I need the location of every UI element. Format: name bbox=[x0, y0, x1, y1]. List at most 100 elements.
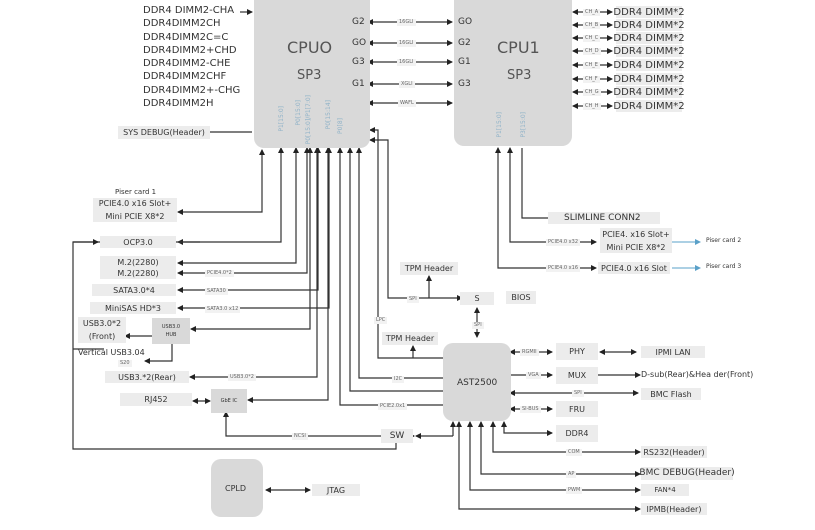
riser1-box: PCIE4.0 x16 Slot+ Mini PCIE X8*2 bbox=[93, 198, 177, 222]
smbus-label: SI-BUS bbox=[520, 406, 541, 413]
cpu1-chip bbox=[454, 0, 572, 146]
cpu0-dimm-label: DDR4DIMM2CH bbox=[143, 18, 221, 29]
phy-chip: PHY bbox=[556, 343, 598, 360]
fan-header: FAN*4 bbox=[641, 484, 689, 496]
xgmi-link-label: 16GLI bbox=[397, 40, 416, 47]
cpu1-dimm-box: DDR4 DIMM*2 bbox=[613, 6, 685, 18]
pwm-label: PWM bbox=[566, 487, 583, 494]
sata-bus-label: SATA30 bbox=[205, 288, 228, 295]
m2-bus-label: PCIE4.0*2 bbox=[205, 270, 234, 277]
dsub-connector: D-sub(Rear)&Hea der(Front) bbox=[641, 370, 754, 379]
cpu0-port-g2: G2 bbox=[352, 17, 365, 27]
cpu1-dimm-box: DDR4 DIMM*2 bbox=[613, 86, 685, 98]
cpu1-dimm-box: DDR4 DIMM*2 bbox=[613, 45, 685, 57]
riser3-title: Piser card 3 bbox=[706, 263, 742, 270]
cpu1-port-g2: G2 bbox=[458, 38, 471, 48]
cpld-chip bbox=[211, 459, 263, 517]
cpu0-dimm-label: DDR4DIMM2-CHE bbox=[143, 58, 231, 69]
cpu1-channel-label: CH_C bbox=[583, 35, 601, 42]
sata-ports: SATA3.0*4 bbox=[92, 284, 176, 296]
bmc-debug-header: BMC DEBUG(Header) bbox=[639, 467, 735, 480]
com-label: COM bbox=[566, 449, 582, 456]
cpu1-channel-label: CH_E bbox=[583, 62, 600, 69]
cpu1-socket: SP3 bbox=[507, 68, 532, 83]
riser2-box: PCIE4. x16 Slot+ Mini PCIE X8*2 bbox=[600, 228, 672, 253]
usb-rear-ports: USB3.*2(Rear) bbox=[105, 371, 189, 383]
cpu1-name: CPU1 bbox=[497, 38, 540, 57]
bios-flash: BIOS bbox=[506, 291, 536, 304]
cpu1-dimm-box: DDR4 DIMM*2 bbox=[613, 73, 685, 85]
xgmi-link-label: 16GLI bbox=[397, 59, 416, 66]
vga-mux: MUX bbox=[556, 367, 598, 384]
cpu1-dimm-box: DDR4 DIMM*2 bbox=[613, 59, 685, 71]
m2-slot-b: M.2(2280) bbox=[100, 267, 176, 279]
vertical-usb: Vertical USB3.04 bbox=[78, 348, 145, 357]
usb-front-ports: USB3.0*2 (Front) bbox=[78, 317, 126, 343]
spi-switch: S bbox=[460, 292, 494, 305]
riser2-title: Piser card 2 bbox=[706, 237, 742, 244]
cpld-label: CPLD bbox=[225, 484, 247, 493]
rgmii-label: RGMII bbox=[520, 349, 539, 356]
xgmi-link-label: XGLI bbox=[399, 81, 415, 88]
rj45-port: RJ452 bbox=[120, 393, 192, 406]
ipmi-lan-port: IPMI LAN bbox=[641, 346, 705, 358]
rs232-header: RS232(Header) bbox=[641, 446, 707, 458]
cpu0-dimm-label: DDR4 DIMM2-CHA bbox=[143, 5, 235, 16]
cpu1-channel-label: CH_D bbox=[583, 48, 601, 55]
lpc-label: LPC bbox=[374, 317, 388, 324]
cpu1-channel-label: CH_B bbox=[583, 22, 601, 29]
uart-label: AP bbox=[566, 471, 577, 478]
cpu1-port-g0: GO bbox=[458, 17, 473, 27]
cpu0-port-g1: G1 bbox=[352, 79, 365, 89]
cpu0-port-g0: GO bbox=[352, 38, 367, 48]
ipmb-header: IPMB(Header) bbox=[641, 503, 707, 515]
riser1-line1: PCIE4.0 x16 Slot+ bbox=[98, 199, 172, 208]
cpu1-dimm-box: DDR4 DIMM*2 bbox=[613, 19, 685, 31]
cpu0-socket: SP3 bbox=[297, 68, 322, 83]
i2c-label: I2C bbox=[392, 376, 405, 383]
cpu0-bus-label: P0[15:14] bbox=[325, 100, 332, 130]
tpm-header-top: TPM Header bbox=[400, 262, 458, 275]
ncsi-label: NCSI bbox=[292, 433, 308, 440]
cpu0-bus-label: P0[15:0]/P1[7:0] bbox=[305, 95, 312, 145]
cpu1-dimm-box: DDR4 DIMM*2 bbox=[613, 32, 685, 44]
cpu0-bus-label: P0[15:0] bbox=[295, 100, 302, 126]
wafl-link-label: WAFL bbox=[398, 100, 416, 107]
cpu1-dimm-box: DDR4 DIMM*2 bbox=[613, 100, 685, 112]
bmc-flash: BMC Flash bbox=[641, 388, 701, 400]
pcie-bmc-label: PCIE2.0x1 bbox=[378, 403, 408, 410]
cpu0-bus-label: P0[8] bbox=[337, 118, 344, 134]
cpu1-channel-label: CH_F bbox=[583, 76, 600, 83]
cpu0-dimm-label: DDR4DIMM2C=C bbox=[143, 32, 229, 43]
cpu0-dimm-label: DDR4DIMM2+-CHG bbox=[143, 85, 241, 96]
cpu1-port-g3: G3 bbox=[458, 79, 471, 89]
riser3-slot: PCIE4.0 x16 Slot bbox=[598, 262, 670, 274]
riser2-line1: PCIE4. x16 Slot+ bbox=[602, 229, 670, 239]
cpu0-dimm-label: DDR4DIMM2+CHD bbox=[143, 45, 237, 56]
xgmi-link-label: 16GLI bbox=[397, 19, 416, 26]
s20-label: S20 bbox=[118, 360, 132, 367]
minisas-bus-label: SATA3.0 x12 bbox=[205, 306, 241, 313]
slimline-connector: SLIMLINE CONN2 bbox=[548, 212, 660, 224]
cpu1-bus-label: P1[15:0] bbox=[496, 112, 503, 138]
usb-rear-bus-label: USB3.0*2 bbox=[228, 374, 256, 381]
cpu1-channel-label: CH_G bbox=[583, 89, 601, 96]
riser3-bus-label: PCIE4.0 x16 bbox=[546, 265, 581, 272]
riser2-line2: Mini PCIE X8*2 bbox=[606, 242, 666, 252]
usb-front-line1: USB3.0*2 bbox=[82, 319, 122, 328]
cpu0-dimm-label: DDR4DIMM2H bbox=[143, 98, 214, 109]
cpu0-dimm-label: DDR4DIMM2CHF bbox=[143, 71, 227, 82]
switch-sw: SW bbox=[381, 429, 413, 443]
gbe-controller: GbE IC bbox=[211, 389, 247, 413]
tpm-header-bottom: TPM Header bbox=[382, 332, 438, 345]
sys-debug-header: SYS DEBUG(Header) bbox=[118, 126, 210, 139]
minisas-ports: MiniSAS HD*3 bbox=[90, 302, 176, 314]
cpu0-bus-label: P1[15:0] bbox=[278, 106, 285, 132]
riser2-bus-label: PCIE4.0 x32 bbox=[546, 239, 581, 246]
cpu1-channel-label: CH_H bbox=[583, 103, 601, 110]
jtag-header: JTAG bbox=[312, 484, 360, 496]
cpu0-chip bbox=[254, 0, 370, 148]
spi-label: SPI bbox=[407, 296, 419, 303]
riser1-title: Piser card 1 bbox=[115, 188, 157, 196]
ocp-slot: OCP3.0 bbox=[100, 236, 176, 248]
